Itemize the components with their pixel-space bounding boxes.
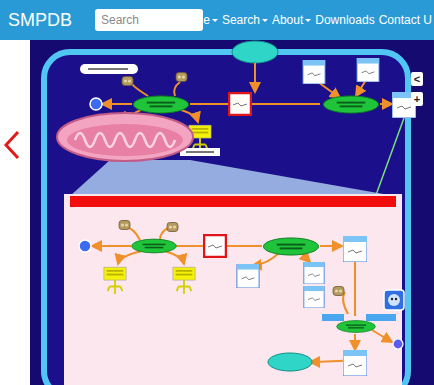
menu-item: Search [222, 13, 260, 27]
dropdown-caret [262, 19, 268, 22]
menu-item: Contact U [379, 13, 432, 27]
panel-button: < [411, 72, 423, 86]
panel-button: + [411, 92, 423, 106]
menu-item: About [272, 13, 303, 27]
menu-item: Browse [170, 13, 210, 27]
menu-item: Downloads [315, 13, 374, 27]
dropdown-caret [212, 19, 218, 22]
dropdown-caret [305, 19, 311, 22]
brand-logo: SMPDB [8, 10, 72, 30]
